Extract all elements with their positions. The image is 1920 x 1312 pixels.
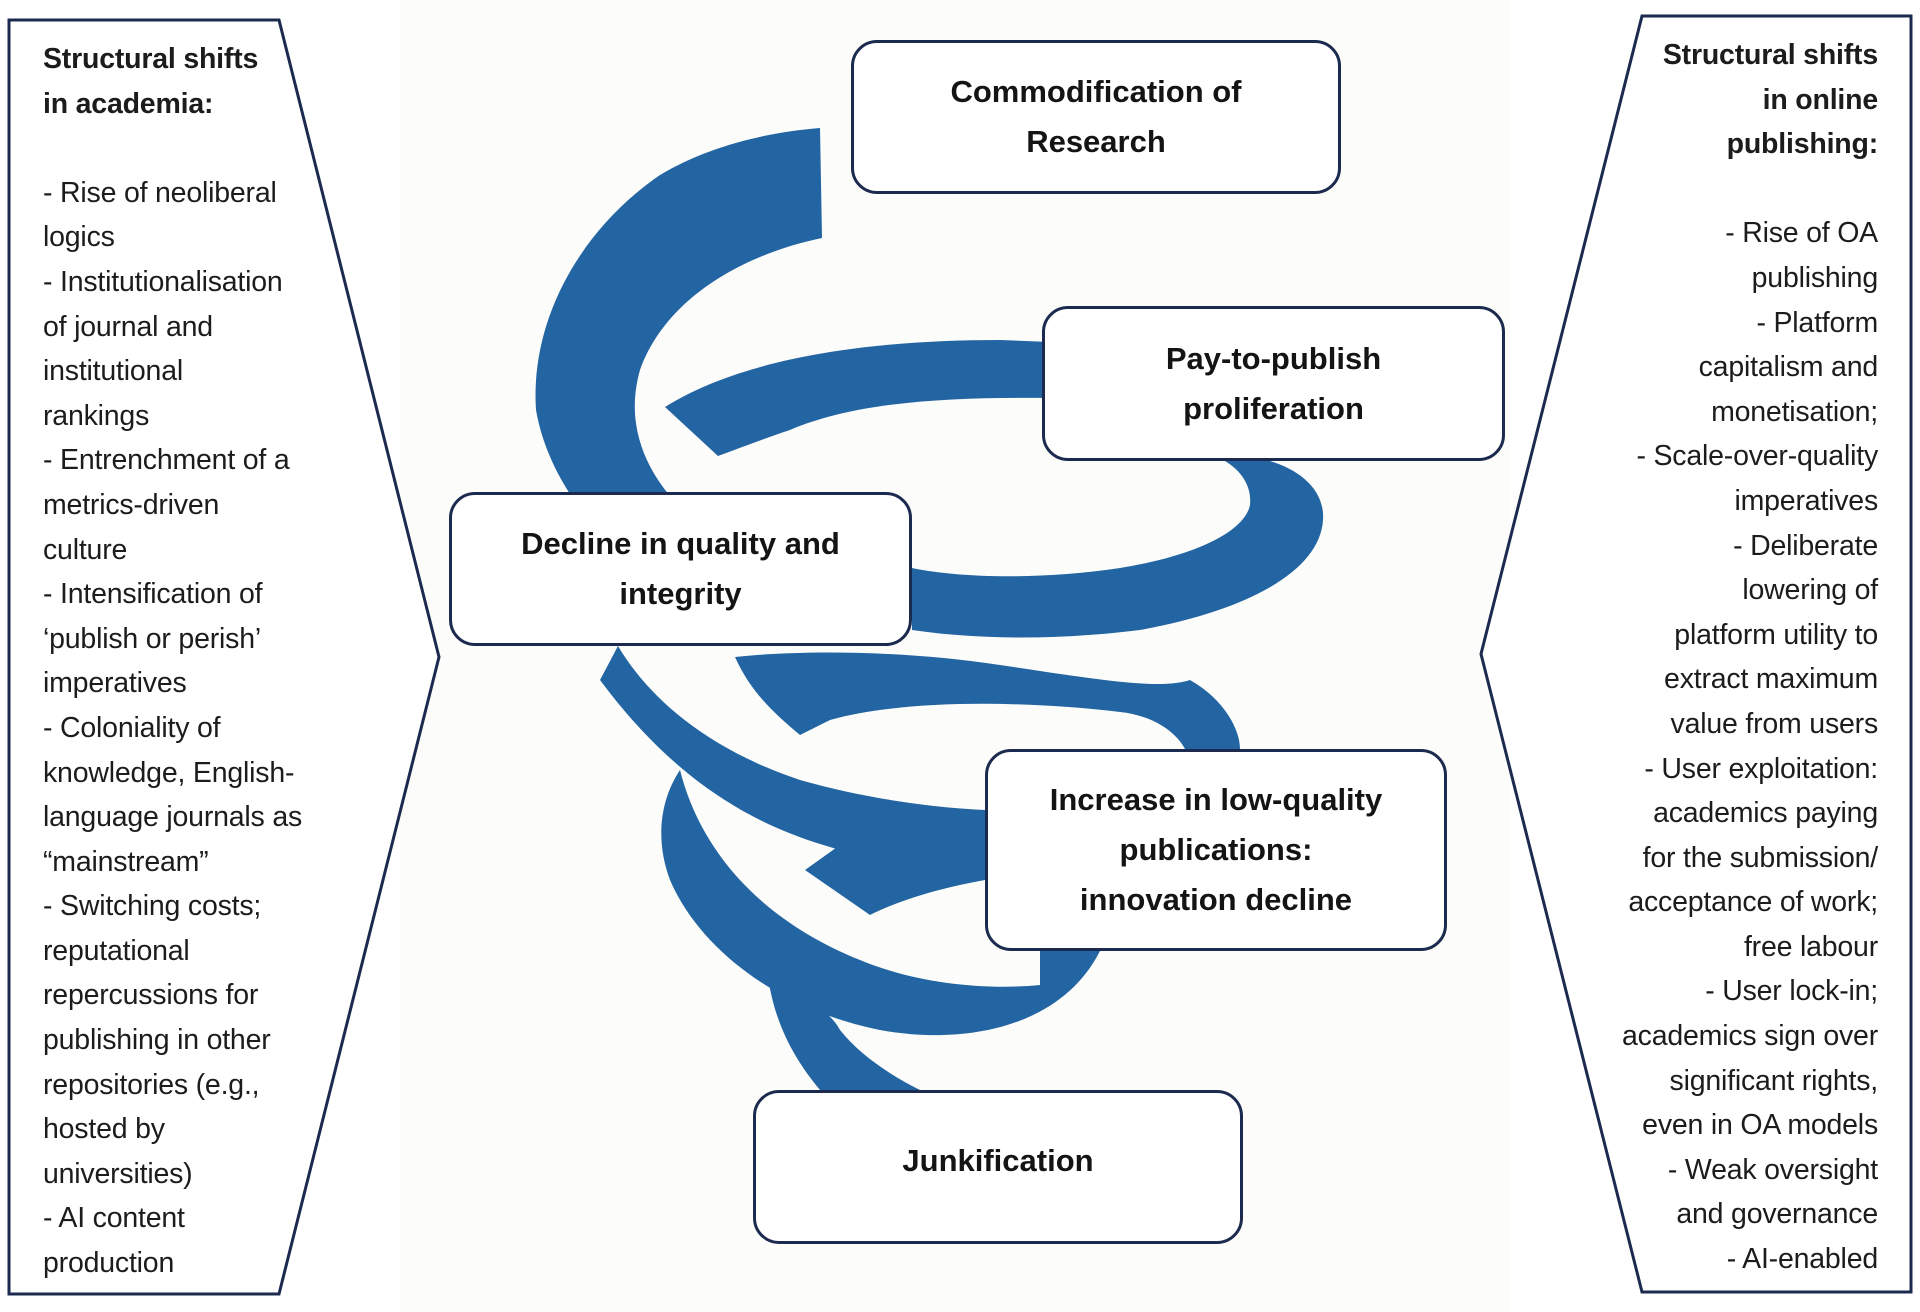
spiral-segment-1 xyxy=(535,128,822,590)
panel-line: academics sign over xyxy=(1622,1020,1878,1053)
panel-line: logics xyxy=(43,221,115,254)
panel-heading: Structural shifts xyxy=(43,43,259,75)
stage-label-line: proliferation xyxy=(1183,390,1364,426)
panel-line: publishing in other xyxy=(43,1024,271,1057)
panel-line: of journal and xyxy=(43,310,213,343)
panel-line: - Rise of neoliberal xyxy=(43,176,277,209)
stage-increase-low-quality-publications: Increase in low-quality publications: inno… xyxy=(985,749,1447,951)
stage-label: Junkification xyxy=(902,1136,1093,1186)
panel-heading: Structural shifts xyxy=(1662,39,1878,71)
stage-label-line: Commodification of xyxy=(950,74,1242,109)
panel-line: - Entrenchment of a xyxy=(43,444,290,477)
stage-label-line: Research xyxy=(1026,124,1166,159)
panel-heading: in academia: xyxy=(43,87,214,120)
panel-line: - Weak oversight xyxy=(1667,1153,1878,1186)
stage-label: Increase in low-quality publications: inno… xyxy=(1050,775,1382,925)
panel-line: publishing xyxy=(1751,261,1879,294)
panel-line: repositories (e.g., xyxy=(43,1068,260,1101)
panel-line: - Deliberate xyxy=(1733,529,1878,562)
left-panel: Structural shifts in academia: - Rise of n… xyxy=(43,37,343,1286)
panel-line: metrics-driven xyxy=(43,488,220,521)
stage-pay-to-publish-proliferation: Pay-to-publish proliferation xyxy=(1042,306,1505,461)
panel-line: - Switching costs; xyxy=(43,890,262,923)
stage-label-line: Pay-to-publish xyxy=(1165,340,1382,376)
panel-line: production xyxy=(43,1247,175,1280)
stage-commodification-of-research: Commodification of Research xyxy=(851,40,1341,194)
spacer xyxy=(1560,167,1878,212)
stage-decline-in-quality: Decline in quality and integrity xyxy=(449,492,912,646)
panel-line: lowering of xyxy=(1742,574,1878,607)
spacer xyxy=(43,126,343,171)
stage-label: Pay-to-publish proliferation xyxy=(1166,334,1381,434)
panel-line: imperatives xyxy=(1734,484,1878,517)
panel-line: - Scale-over-quality xyxy=(1636,440,1878,473)
panel-line: - AI content xyxy=(43,1202,185,1235)
panel-line: - Rise of OA xyxy=(1725,217,1878,250)
spiral-segment-8 xyxy=(768,977,920,1090)
panel-line: imperatives xyxy=(43,667,187,700)
panel-line: value from users xyxy=(1670,707,1879,740)
panel-line: - Intensification of xyxy=(43,578,263,611)
panel-line: - Platform xyxy=(1756,306,1878,339)
panel-line: institutional xyxy=(43,355,183,388)
panel-line: - Institutionalisation xyxy=(43,265,283,298)
spiral-segment-7 xyxy=(661,770,1100,1036)
panel-line: academics paying xyxy=(1653,797,1878,830)
stage-label-line: Junkification xyxy=(902,1143,1094,1178)
right-panel-outline xyxy=(1479,14,1913,1294)
panel-line: - Coloniality of xyxy=(43,711,221,744)
spiral-segment-5 xyxy=(735,652,1240,749)
panel-line: capitalism and xyxy=(1698,351,1879,384)
spiral-segment-3 xyxy=(912,461,1324,638)
panel-line: rankings xyxy=(43,399,150,432)
left-panel-outline xyxy=(7,18,441,1296)
spiral-segment-6 xyxy=(805,845,985,915)
spiral-segment-2 xyxy=(665,340,1050,456)
right-panel: Structural shifts in online publishing: - R… xyxy=(1560,33,1878,1282)
panel-line: extract maximum xyxy=(1664,663,1878,696)
panel-line: - User exploitation: xyxy=(1644,752,1878,785)
spiral-segment-4 xyxy=(600,646,985,870)
stage-label-line: publications: xyxy=(1119,832,1313,867)
stage-label-line: Increase in low-quality xyxy=(1049,782,1383,817)
panel-line: significant rights, xyxy=(1669,1064,1879,1097)
panel-heading: in online xyxy=(1762,83,1879,116)
panel-heading: publishing: xyxy=(1726,128,1879,161)
panel-line: universities) xyxy=(43,1157,193,1190)
stage-junkification: Junkification xyxy=(753,1090,1243,1244)
stage-label: Decline in quality and integrity xyxy=(521,519,840,619)
downward-spiral xyxy=(535,128,1324,1090)
panel-line: culture xyxy=(43,533,128,566)
panel-line: - AI-enabled xyxy=(1726,1243,1878,1276)
stage-label-line: Decline in quality and xyxy=(521,526,840,561)
stage-label-line: innovation decline xyxy=(1079,882,1353,917)
stage-label: Commodification of Research xyxy=(950,67,1241,167)
panel-line: for the submission/ xyxy=(1642,841,1879,874)
panel-line: monetisation; xyxy=(1711,395,1878,428)
panel-line: acceptance of work; xyxy=(1628,886,1878,919)
panel-line: “mainstream” xyxy=(43,845,209,878)
panel-line: hosted by xyxy=(43,1113,165,1146)
stage-label-line: integrity xyxy=(619,576,742,611)
panel-line: repercussions for xyxy=(43,979,259,1012)
panel-line: knowledge, English- xyxy=(43,756,295,789)
panel-line: and governance xyxy=(1676,1198,1878,1231)
panel-line: - User lock-in; xyxy=(1705,975,1878,1008)
panel-line: even in OA models xyxy=(1642,1109,1878,1142)
panel-line: platform utility to xyxy=(1674,618,1878,651)
panel-line: language journals as xyxy=(43,801,303,834)
panel-line: ‘publish or perish’ xyxy=(43,622,261,655)
panel-line: reputational xyxy=(43,934,190,967)
panel-line: free labour xyxy=(1743,930,1878,963)
